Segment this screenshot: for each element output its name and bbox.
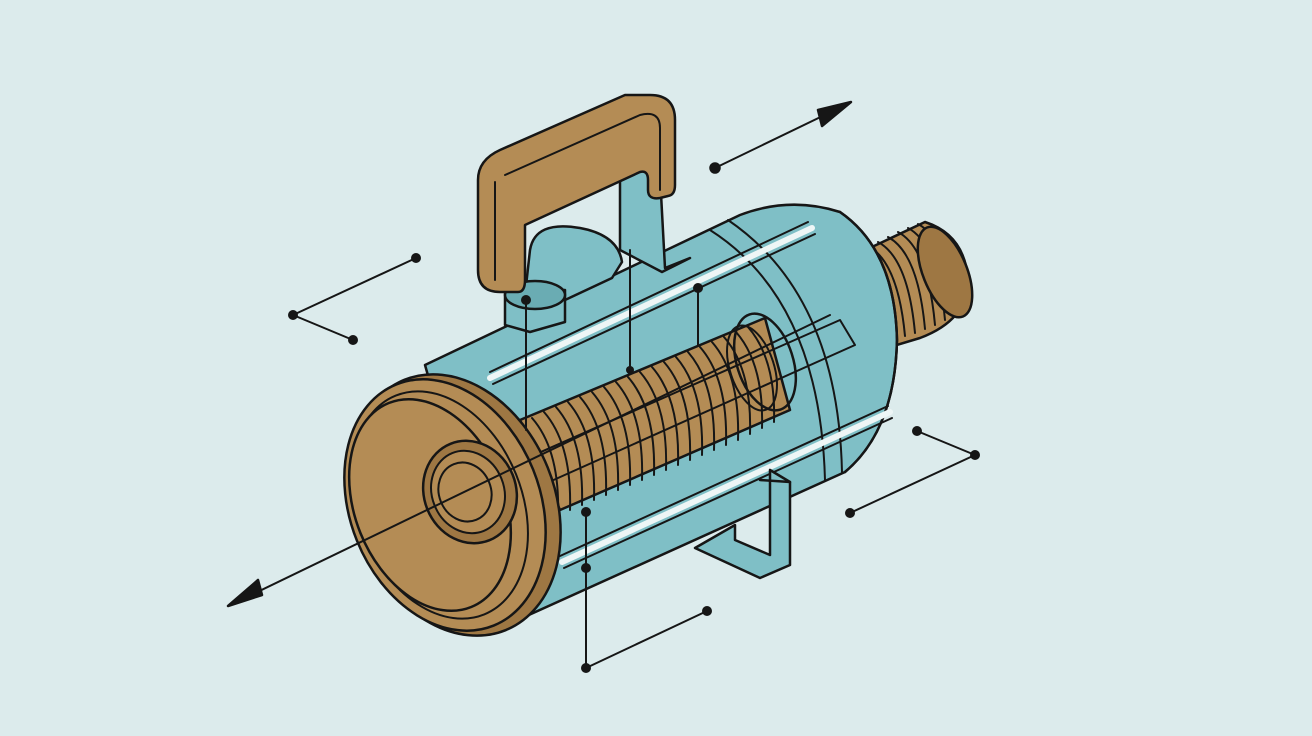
- callout-dots: [288, 253, 980, 673]
- axis-arrow-upper-line: [714, 109, 836, 169]
- axis-arrow-front: [226, 578, 264, 608]
- axis-arrow-upper-dot: [709, 162, 721, 174]
- axis-arrow-upper: [816, 100, 853, 128]
- carry-handle: [476, 93, 692, 334]
- mounting-bracket: [693, 468, 792, 580]
- central-axis: [244, 314, 831, 599]
- inner-shaft: [499, 319, 856, 496]
